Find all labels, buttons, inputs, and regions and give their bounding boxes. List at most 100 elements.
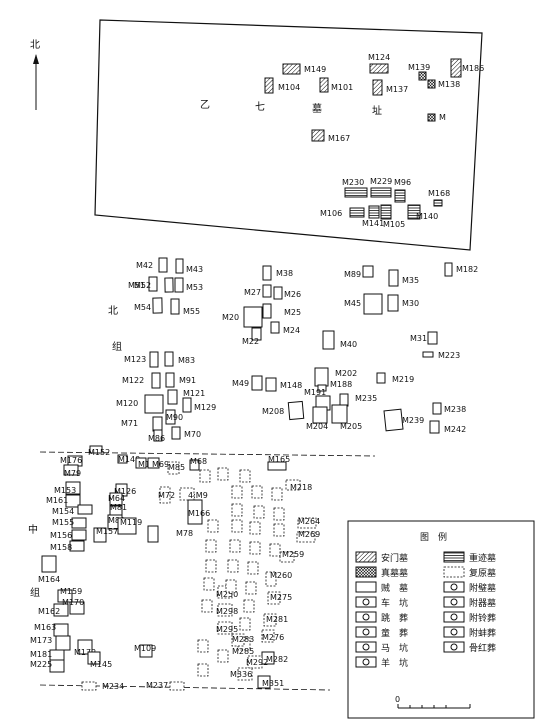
tomb-label: M202 xyxy=(335,369,357,378)
tomb-label: M123 xyxy=(124,355,146,364)
tomb-label: M45 xyxy=(344,299,361,308)
tomb-label: M292 xyxy=(246,658,268,667)
tomb-outline xyxy=(287,400,305,421)
tomb-label: M96 xyxy=(394,178,411,187)
tomb-label: M234 xyxy=(102,682,124,691)
tomb-label: M260 xyxy=(270,571,292,580)
tomb-label: M237 xyxy=(146,681,168,690)
tomb-outline xyxy=(170,298,180,315)
tomb-outline xyxy=(217,603,233,617)
tomb-label: M71 xyxy=(121,419,138,428)
tomb-outline xyxy=(139,644,153,658)
tomb-outline xyxy=(153,429,163,442)
tomb-label: M158 xyxy=(50,543,72,552)
tomb-label: M26 xyxy=(284,290,301,299)
tomb-label: M250 xyxy=(216,590,238,599)
tomb-label: M83 xyxy=(178,356,195,365)
yiqi-zone-label: 乙 七 墓 址 xyxy=(200,99,382,117)
tomb-outline xyxy=(344,187,368,198)
zone-char: 中 xyxy=(28,523,38,536)
legend-label: 附铃葬 xyxy=(469,612,496,624)
tomb-label: M38 xyxy=(276,269,293,278)
sheep-pit-icon-mark xyxy=(362,658,370,666)
tomb-label: M121 xyxy=(183,389,205,398)
child-burial-icon-mark xyxy=(362,628,370,636)
tomb-label: M51 xyxy=(128,281,145,290)
tomb-label: M173 xyxy=(30,636,52,645)
tomb-outline xyxy=(63,464,79,476)
tomb-label: M126 xyxy=(114,487,136,496)
tomb-outline xyxy=(314,367,329,387)
tomb-label: M238 xyxy=(444,405,466,414)
tomb-outline xyxy=(147,457,160,469)
tomb-outline xyxy=(362,265,374,278)
tomb-label: M167 xyxy=(328,134,350,143)
restored-tomb-outline xyxy=(249,521,261,535)
tomb-outline xyxy=(380,204,392,220)
restored-tomb-outline xyxy=(229,539,241,553)
restored-tomb-outline xyxy=(217,467,229,481)
tomb-label: M124 xyxy=(368,53,390,62)
tomb-label: M72 xyxy=(158,491,175,500)
tomb-outline xyxy=(71,529,87,541)
tomb-label: M89 xyxy=(344,270,361,279)
tomb-outline xyxy=(152,297,163,314)
tomb-label: M172 xyxy=(74,648,96,657)
bell-icon xyxy=(443,611,465,623)
restored-tomb-outline xyxy=(197,663,209,677)
tomb-outline xyxy=(339,393,349,407)
tomb-outline xyxy=(144,394,164,414)
tomb-outline xyxy=(71,517,87,529)
tomb-label: M64 xyxy=(108,494,125,503)
tomb-outline xyxy=(77,639,93,655)
restored-tomb-outline xyxy=(203,577,215,591)
restored-tomb-outline xyxy=(225,579,237,593)
tomb-label: M186 xyxy=(462,64,484,73)
tomb-label: M239 xyxy=(402,416,424,425)
tomb-label: M78 xyxy=(176,529,193,538)
zone-char: 七 xyxy=(255,101,265,113)
restored-tomb-outline xyxy=(247,561,259,575)
tomb-label: M119 xyxy=(120,518,142,527)
tomb-label: M35 xyxy=(402,276,419,285)
tomb-outline xyxy=(312,406,328,424)
chariot-icon-mark xyxy=(362,598,370,606)
tomb-outline xyxy=(372,79,383,96)
tomb-label: M155 xyxy=(52,518,74,527)
restored-tomb-outline xyxy=(205,559,217,573)
tomb-outline xyxy=(148,276,158,292)
tomb-label: M91 xyxy=(179,376,196,385)
legend-label: 重迹墓 xyxy=(469,552,496,564)
tomb-outline xyxy=(394,189,406,203)
tomb-outline xyxy=(69,540,85,552)
tomb-label: M40 xyxy=(340,340,357,349)
tomb-outline xyxy=(187,499,203,525)
tomb-outline xyxy=(109,492,123,506)
legend-title: 图 例 xyxy=(420,531,447,543)
yiqi-enclosure xyxy=(94,19,483,251)
tomb-outline xyxy=(383,408,404,432)
tomb-outline xyxy=(251,375,263,391)
tomb-label: M149 xyxy=(304,65,326,74)
zone-char: 乙 xyxy=(200,99,210,111)
tomb-outline xyxy=(317,384,327,392)
tomb-outline xyxy=(93,527,107,543)
tomb-label: M42 xyxy=(136,261,153,270)
tomb-outline xyxy=(376,372,386,384)
tomb-outline xyxy=(319,77,329,93)
restored-tomb-outline xyxy=(243,599,255,613)
tomb-outline xyxy=(369,63,389,74)
tomb-label: M264 xyxy=(298,517,320,526)
tomb-label: M105 xyxy=(383,220,405,229)
child-burial-icon xyxy=(355,626,377,638)
tomb-label: M30 xyxy=(402,299,419,308)
tomb-outline xyxy=(450,58,462,78)
tomb-label: M168 xyxy=(428,189,450,198)
restored-tomb-outline xyxy=(239,469,251,483)
tomb-outline xyxy=(270,321,280,334)
tomb-outline xyxy=(182,397,192,413)
tomb-label: M230 xyxy=(342,178,364,187)
tomb-outline xyxy=(151,372,161,389)
tomb-outline xyxy=(262,265,272,281)
